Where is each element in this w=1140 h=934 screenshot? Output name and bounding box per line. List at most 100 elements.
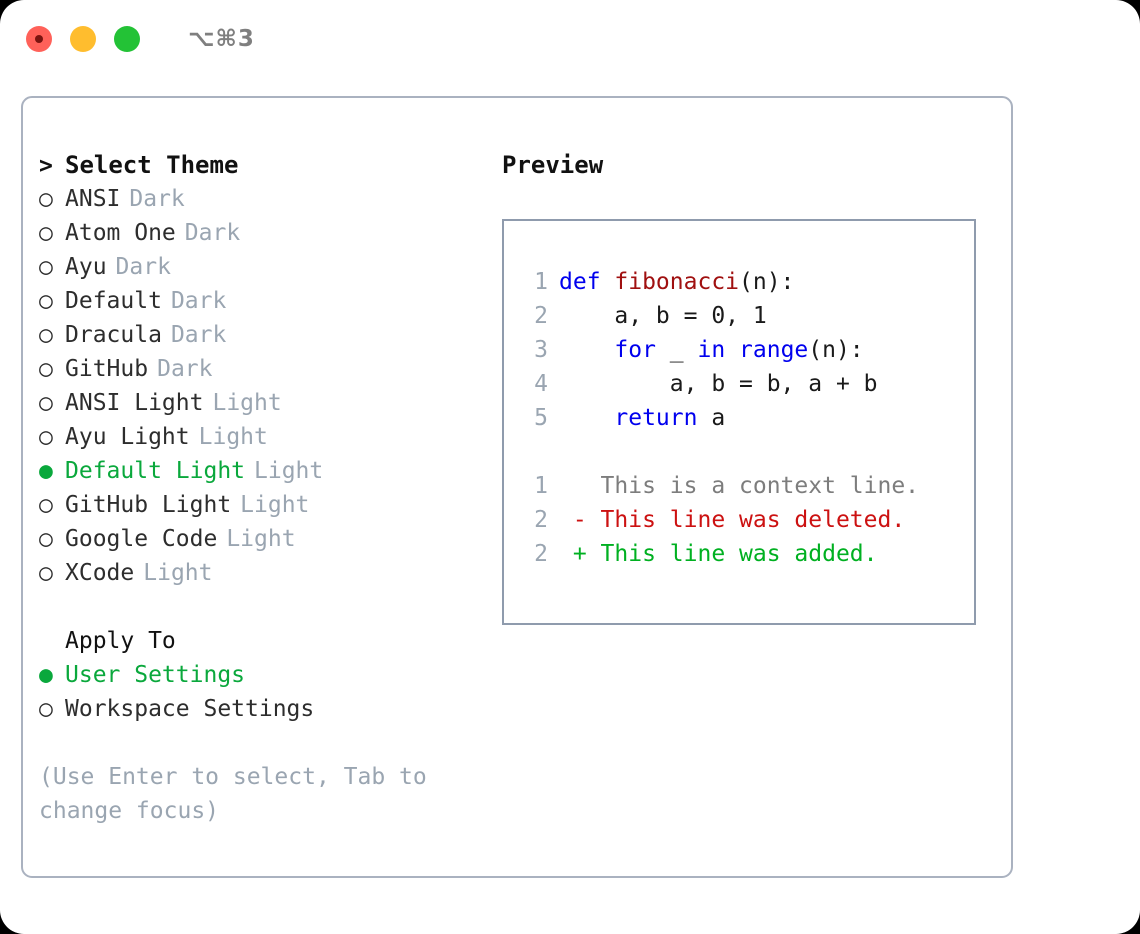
theme-list-item[interactable]: ○ GitHub Light Light [39, 488, 489, 522]
zoom-button[interactable] [114, 26, 140, 52]
code-token-plain [559, 405, 614, 431]
code-token-plain: (n): [808, 337, 864, 363]
theme-list-item[interactable]: ○ XCode Light [39, 556, 489, 590]
code-diff-separator [522, 435, 974, 469]
theme-list-item[interactable]: ○ ANSI Light Light [39, 386, 489, 420]
radio-unselected-icon[interactable]: ○ [39, 186, 53, 212]
code-token-plain: a [697, 405, 726, 431]
theme-name: Atom One [65, 220, 176, 246]
line-number: 5 [534, 405, 548, 431]
line-number: 2 [534, 541, 548, 567]
diff-line: 2 + This line was added. [522, 537, 974, 571]
theme-variant-badge: Light [143, 560, 213, 586]
radio-unselected-icon[interactable]: ○ [39, 390, 53, 416]
close-button[interactable] [26, 26, 52, 52]
theme-list-item[interactable]: ○ GitHub Dark [39, 352, 489, 386]
list-spacer [39, 590, 489, 624]
radio-unselected-icon[interactable]: ○ [39, 526, 53, 552]
theme-variant-badge: Dark [170, 322, 227, 348]
line-number: 2 [534, 507, 548, 533]
line-number: 2 [534, 303, 548, 329]
theme-list-item[interactable]: ○ Dracula Dark [39, 318, 489, 352]
minimize-button[interactable] [70, 26, 96, 52]
theme-variant-badge: Light [212, 390, 282, 416]
code-token-plain: a, b = 0, 1 [559, 303, 767, 329]
code-line: 2 a, b = 0, 1 [522, 299, 974, 333]
diff-line-text: + This line was added. [559, 541, 878, 567]
traffic-light-group [26, 26, 140, 52]
diff-sample: 1 This is a context line.2 - This line w… [522, 469, 974, 571]
code-token-plain [559, 337, 614, 363]
diff-line: 1 This is a context line. [522, 469, 974, 503]
code-token-plain: a, b = b, a + b [559, 371, 878, 397]
code-token-keyword: return [614, 405, 698, 431]
code-token-plain: (n): [739, 269, 795, 295]
radio-unselected-icon[interactable]: ○ [39, 288, 53, 314]
theme-variant-badge: Light [198, 424, 268, 450]
radio-unselected-icon[interactable]: ○ [39, 696, 53, 722]
radio-unselected-icon[interactable]: ○ [39, 220, 53, 246]
diff-line: 2 - This line was deleted. [522, 503, 974, 537]
radio-unselected-icon[interactable]: ○ [39, 356, 53, 382]
theme-variant-badge: Dark [170, 288, 227, 314]
keyboard-shortcut-label: ⌥⌘3 [188, 26, 255, 52]
code-token-plain: _ [655, 337, 698, 363]
theme-variant-badge: Light [240, 492, 310, 518]
radio-unselected-icon[interactable]: ○ [39, 322, 53, 348]
radio-unselected-icon[interactable]: ○ [39, 254, 53, 280]
select-theme-label: Select Theme [65, 151, 239, 179]
title-bar: ⌥⌘3 [0, 0, 1140, 78]
apply-to-label: Workspace Settings [65, 696, 315, 722]
code-line: 4 a, b = b, a + b [522, 367, 974, 401]
theme-name: GitHub [65, 356, 149, 382]
code-token-keyword: in range [697, 337, 809, 363]
theme-list-item[interactable]: ○ Atom One Dark [39, 216, 489, 250]
code-token-keyword: for [614, 337, 656, 363]
line-number: 1 [534, 473, 548, 499]
apply-to-item[interactable]: ○ Workspace Settings [39, 692, 489, 726]
radio-selected-icon[interactable]: ● [39, 662, 53, 688]
code-token-keyword: def [559, 269, 615, 295]
theme-variant-badge: Dark [157, 356, 213, 382]
radio-selected-icon[interactable]: ● [39, 458, 53, 484]
select-theme-header: > Select Theme [39, 148, 489, 182]
theme-name: GitHub Light [65, 492, 232, 518]
radio-unselected-icon[interactable]: ○ [39, 492, 53, 518]
apply-to-list: ● User Settings ○ Workspace Settings [39, 658, 489, 726]
theme-variant-badge: Dark [129, 186, 185, 212]
line-number: 1 [534, 269, 548, 295]
keyboard-hint: (Use Enter to select, Tab to change focu… [39, 764, 441, 824]
theme-variant-badge: Light [226, 526, 296, 552]
preview-title: Preview [502, 151, 604, 179]
diff-line-text: - This line was deleted. [559, 507, 906, 533]
code-line: 5 return a [522, 401, 974, 435]
radio-unselected-icon[interactable]: ○ [39, 424, 53, 450]
theme-name: ANSI Light [65, 390, 204, 416]
theme-list-item[interactable]: ○ ANSI Dark [39, 182, 489, 216]
caret-icon: > [39, 153, 53, 179]
apply-to-item[interactable]: ● User Settings [39, 658, 489, 692]
theme-name: XCode [65, 560, 135, 586]
theme-variant-badge: Dark [184, 220, 241, 246]
theme-name: ANSI [65, 186, 121, 212]
apply-to-label: User Settings [65, 662, 246, 688]
theme-name: Dracula [65, 322, 162, 348]
diff-line-text: This is a context line. [559, 473, 920, 499]
theme-variant-badge: Dark [115, 254, 171, 280]
radio-unselected-icon[interactable]: ○ [39, 560, 53, 586]
apply-to-header: Apply To [65, 628, 176, 654]
theme-name: Google Code [65, 526, 218, 552]
theme-list-item[interactable]: ○ Google Code Light [39, 522, 489, 556]
